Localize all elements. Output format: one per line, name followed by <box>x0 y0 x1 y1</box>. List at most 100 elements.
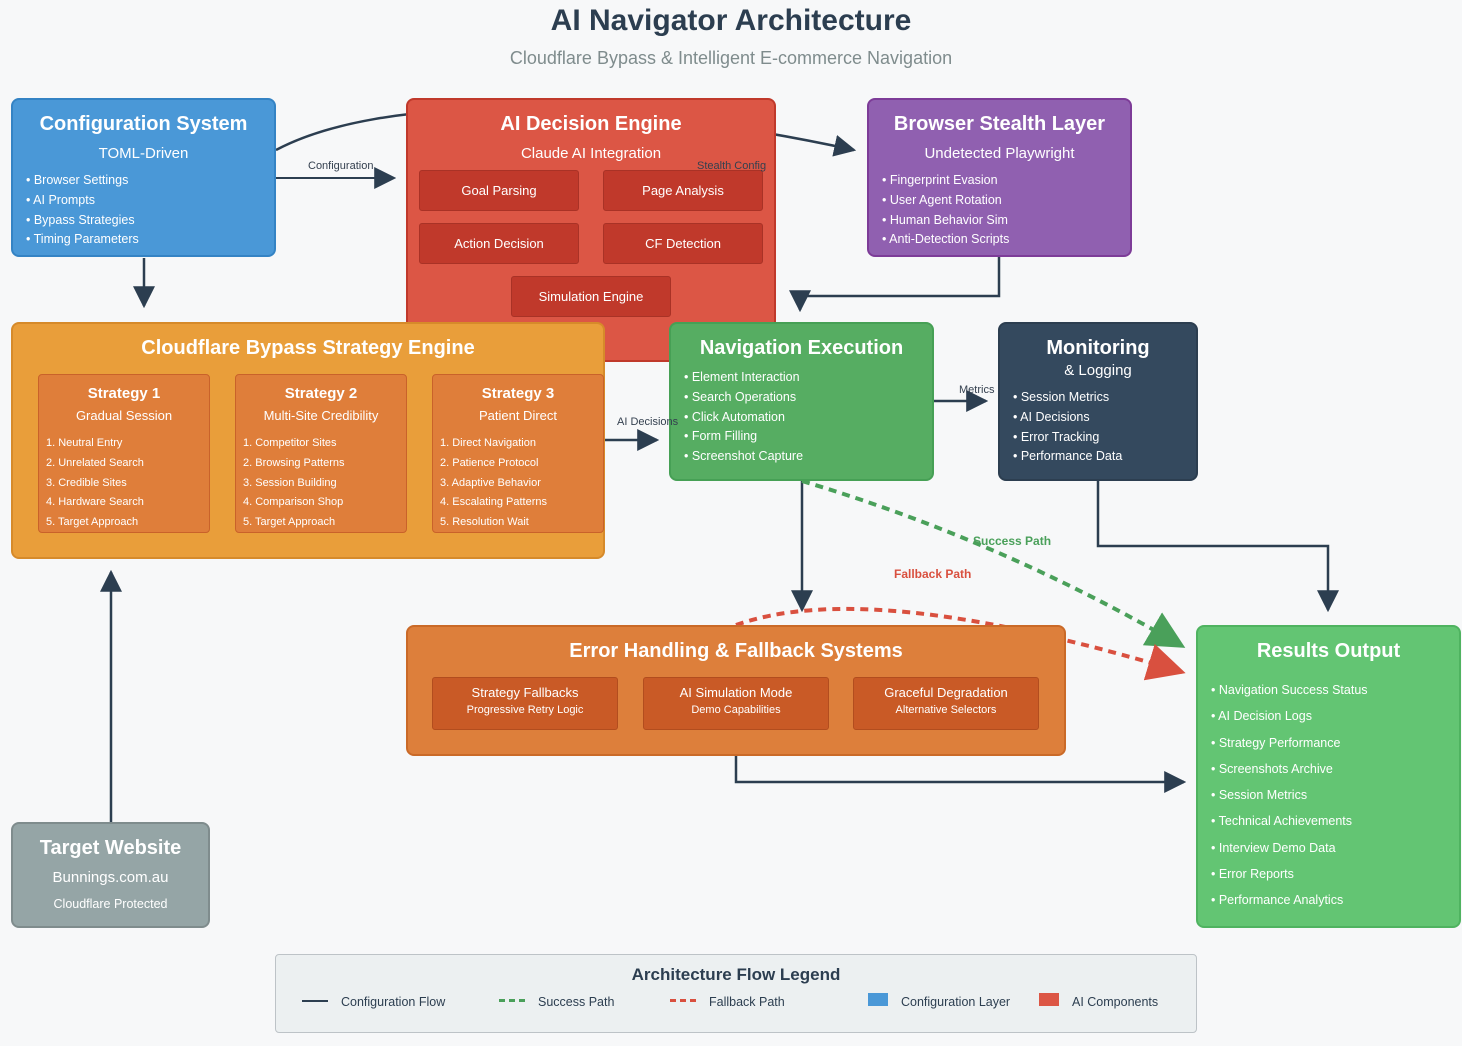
configuration-system-box: Configuration System TOML-Driven • Brows… <box>11 98 276 257</box>
legend-fallback-path-swatch <box>670 999 696 1002</box>
strategy-1-steps: 1. Neutral Entry 2. Unrelated Search 3. … <box>46 434 144 533</box>
list-item: • Search Operations <box>684 389 797 404</box>
strategy-1-card: Strategy 1 Gradual Session 1. Neutral En… <box>38 374 210 533</box>
ai-decision-engine-title: AI Decision Engine <box>500 113 682 135</box>
fallback-path-label: Fallback Path <box>894 567 972 581</box>
list-item: 3. Adaptive Behavior <box>440 476 541 489</box>
strategy-2-steps: 1. Competitor Sites 2. Browsing Patterns… <box>243 434 345 533</box>
ai-simulation-mode-subtitle: Demo Capabilities <box>691 704 781 716</box>
monitoring-box: Monitoring & Logging • Session Metrics •… <box>998 322 1198 481</box>
strategy-fallbacks-title: Strategy Fallbacks <box>471 685 579 700</box>
legend-title: Architecture Flow Legend <box>631 965 841 984</box>
list-item: 4. Comparison Shop <box>243 496 344 509</box>
list-item: • Fingerprint Evasion <box>882 173 998 187</box>
list-item: 4. Hardware Search <box>46 496 144 509</box>
target-website-url: Bunnings.com.au <box>52 869 169 886</box>
list-item: 1. Competitor Sites <box>243 437 337 449</box>
list-item: • Human Behavior Sim <box>882 212 1008 227</box>
legend-success-path-swatch <box>499 999 525 1002</box>
list-item: • Element Interaction <box>684 370 800 384</box>
navigation-execution-box: Navigation Execution • Element Interacti… <box>669 322 934 481</box>
strategy-3-card: Strategy 3 Patient Direct 1. Direct Navi… <box>432 374 604 533</box>
list-item: 2. Patience Protocol <box>440 456 539 469</box>
strategy-fallbacks-subtitle: Progressive Retry Logic <box>466 704 584 716</box>
goal-parsing-module: Goal Parsing <box>419 170 579 211</box>
list-item: • Interview Demo Data <box>1211 840 1336 855</box>
monitoring-subtitle: & Logging <box>1064 362 1132 379</box>
legend-ai-components-swatch <box>1039 993 1059 1006</box>
configuration-system-subtitle: TOML-Driven <box>98 145 189 162</box>
legend-ai-components-label: AI Components <box>1072 995 1159 1009</box>
strategy-fallbacks-module: Strategy Fallbacks Progressive Retry Log… <box>432 677 618 730</box>
list-item: 5. Target Approach <box>46 516 139 529</box>
legend-configuration-flow-swatch <box>302 1000 328 1002</box>
list-item: • Screenshots Archive <box>1211 761 1333 776</box>
strategy-2-title: Strategy 2 <box>284 385 358 402</box>
monitoring-to-results-arrow <box>1096 481 1339 613</box>
strategy-3-title: Strategy 3 <box>481 385 555 402</box>
list-item: • User Agent Rotation <box>882 192 1002 207</box>
error-handling-title: Error Handling & Fallback Systems <box>569 640 903 662</box>
results-output-list: • Navigation Success Status • AI Decisio… <box>1211 677 1368 914</box>
monitoring-list: • Session Metrics • AI Decisions • Error… <box>1013 388 1122 467</box>
list-item: • Session Metrics <box>1211 788 1308 803</box>
list-item: • Timing Parameters <box>26 232 139 247</box>
page-analysis-module: Page Analysis <box>603 170 763 211</box>
legend-configuration-layer-label: Configuration Layer <box>901 995 1011 1009</box>
list-item: • Performance Analytics <box>1211 893 1344 908</box>
list-item: • AI Decisions <box>1013 409 1090 424</box>
list-item: • Anti-Detection Scripts <box>882 232 1010 247</box>
target-website-box: Target Website Bunnings.com.au Cloudflar… <box>11 822 210 928</box>
list-item: • Navigation Success Status <box>1211 683 1368 697</box>
configuration-edge-label: Configuration <box>308 160 374 172</box>
ai-simulation-mode-title: AI Simulation Mode <box>679 685 793 700</box>
navigation-execution-title: Navigation Execution <box>699 337 904 359</box>
list-item: • Error Reports <box>1211 867 1294 882</box>
list-item: 1. Neutral Entry <box>46 437 123 449</box>
ai-simulation-mode-module: AI Simulation Mode Demo Capabilities <box>643 677 829 730</box>
stealth-config-edge-label: Stealth Config <box>697 160 767 172</box>
list-item: • AI Decision Logs <box>1211 709 1312 724</box>
browser-stealth-layer-list: • Fingerprint Evasion • User Agent Rotat… <box>882 171 1009 250</box>
list-item: • Click Automation <box>684 409 785 424</box>
strategy-2-subtitle: Multi-Site Credibility <box>263 408 379 423</box>
legend-success-path-label: Success Path <box>538 995 615 1009</box>
strategy-3-steps: 1. Direct Navigation 2. Patience Protoco… <box>440 434 547 533</box>
list-item: 5. Target Approach <box>243 516 336 529</box>
list-item: 2. Unrelated Search <box>46 456 144 469</box>
stealth-to-navigation-arrow <box>789 257 1001 313</box>
list-item: 2. Browsing Patterns <box>243 456 345 469</box>
navigation-execution-list: • Element Interaction • Search Operation… <box>684 368 803 467</box>
results-output-title: Results Output <box>1256 640 1401 662</box>
strategy-3-subtitle: Patient Direct <box>478 408 558 423</box>
list-item: • Bypass Strategies <box>26 212 135 227</box>
action-decision-module: Action Decision <box>419 223 579 264</box>
list-item: 3. Credible Sites <box>46 476 127 489</box>
list-item: • Error Tracking <box>1013 429 1100 444</box>
list-item: • Form Filling <box>684 429 758 444</box>
strategy-1-subtitle: Gradual Session <box>75 408 173 423</box>
error-to-results-arrow <box>734 756 1187 793</box>
strategy-2-card: Strategy 2 Multi-Site Credibility 1. Com… <box>235 374 407 533</box>
list-item: 5. Resolution Wait <box>440 516 529 529</box>
target-website-note: Cloudflare Protected <box>53 897 168 911</box>
list-item: 1. Direct Navigation <box>440 437 536 449</box>
list-item: • Performance Data <box>1013 449 1123 464</box>
list-item: • Session Metrics <box>1013 390 1110 404</box>
browser-stealth-layer-subtitle: Undetected Playwright <box>924 145 1075 162</box>
graceful-degradation-module: Graceful Degradation Alternative Selecto… <box>853 677 1039 730</box>
graceful-degradation-title: Graceful Degradation <box>884 685 1008 700</box>
legend-configuration-flow-label: Configuration Flow <box>341 995 446 1009</box>
browser-stealth-layer-box: Browser Stealth Layer Undetected Playwri… <box>867 98 1132 257</box>
simulation-engine-module: Simulation Engine <box>511 276 671 317</box>
graceful-degradation-subtitle: Alternative Selectors <box>895 704 997 716</box>
legend-fallback-path-label: Fallback Path <box>709 995 785 1009</box>
strategy-engine-title: Cloudflare Bypass Strategy Engine <box>141 337 475 359</box>
strategy-1-title: Strategy 1 <box>87 385 161 402</box>
configuration-system-list: • Browser Settings • AI Prompts • Bypass… <box>26 171 139 250</box>
list-item: 3. Session Building <box>243 476 337 489</box>
diagram-title: AI Navigator Architecture <box>550 4 912 37</box>
legend-box: Architecture Flow Legend Configuration F… <box>275 954 1197 1033</box>
configuration-system-title: Configuration System <box>39 113 248 135</box>
fallback-path-arrow <box>735 606 1186 681</box>
